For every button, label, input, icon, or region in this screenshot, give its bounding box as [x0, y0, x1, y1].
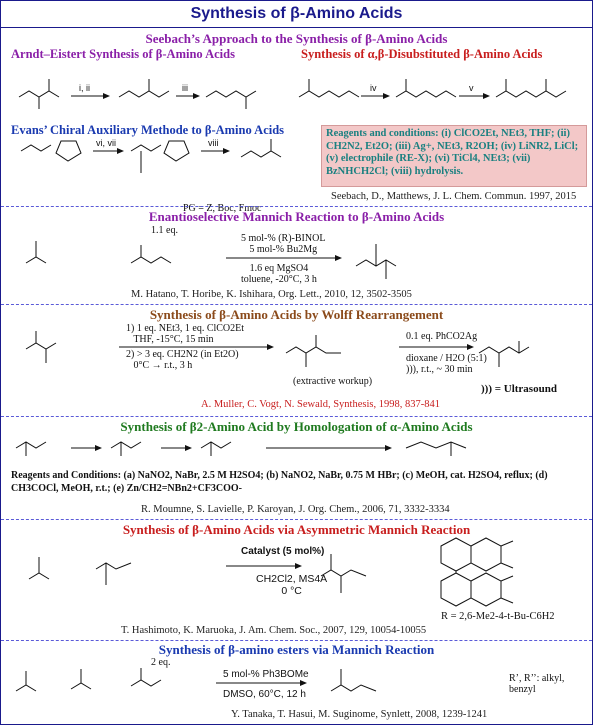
seebach-reagents-box: Reagents and conditions: (i) ClCO2Et, NE…	[321, 125, 587, 187]
mannich-cond-top: 5 mol-% (R)-BINOL 5 mol-% Bu2Mg	[241, 233, 326, 255]
evans-subtitle: Evans’ Chiral Auxiliary Methode to β-Ami…	[11, 123, 285, 137]
hatano-scheme	[25, 241, 397, 279]
arrow-label-vi-vii: vi, vii	[96, 138, 116, 148]
evans-scheme	[20, 139, 282, 173]
asymmetric-scheme	[28, 537, 514, 607]
tanaka-citation: Y. Tanaka, T. Hasui, M. Suginome, Synlet…	[231, 709, 488, 720]
title-divider	[1, 27, 592, 28]
wolff-title: Synthesis of β-Amino Acids by Wolff Rear…	[149, 307, 444, 322]
page-title: Synthesis of β-Amino Acids	[190, 5, 403, 22]
homologation-scheme	[15, 441, 467, 456]
disubstituted-subtitle: Synthesis of α,β-Disubstituted β-Amino A…	[301, 47, 543, 61]
ultrasound-note: ))) = Ultrasound	[481, 383, 557, 395]
muller-citation: A. Muller, C. Vogt, N. Sewald, Synthesis…	[201, 399, 440, 410]
arrow-label-i-ii: i, ii	[79, 83, 90, 93]
arrow-label-iv: iv	[370, 83, 377, 93]
wolff-workup: (extractive workup)	[293, 376, 373, 387]
pg-note: PG = Z, Boc, Fmoc	[183, 203, 262, 214]
binaphthyl-catalyst	[440, 537, 514, 607]
wolff-scheme	[25, 331, 530, 367]
mannich-title: Enantioselective Mannich Reaction to β-A…	[148, 209, 445, 224]
arndt-eistert-scheme	[18, 79, 257, 109]
section-divider-2	[1, 304, 592, 305]
section-divider-3	[1, 416, 592, 417]
ester-cond-top: 5 mol-% Ph3BOMe	[223, 669, 309, 680]
arrow-label-viii: viii	[208, 138, 219, 148]
section-divider-4	[1, 519, 592, 520]
homologation-reagents: Reagents and Conditions: (a) NaNO2, NaBr…	[11, 470, 548, 494]
ester-mannich-title: Synthesis of β-amino esters via Mannich …	[158, 642, 435, 657]
mannich-equiv: 1.1 eq.	[151, 225, 178, 236]
reagents-text: Reagents and conditions: (i) ClCO2Et, NE…	[326, 128, 579, 177]
ester-mannich-scheme	[15, 668, 377, 692]
mannich-cond-bottom: 1.6 eq MgSO4 toluene, -20°C, 3 h	[241, 263, 317, 285]
moumne-citation: R. Moumne, S. Lavielle, P. Karoyan, J. O…	[141, 504, 450, 515]
hashimoto-citation: T. Hashimoto, K. Maruoka, J. Am. Chem. S…	[121, 625, 427, 636]
homologation-title: Synthesis of β2-Amino Acid by Homologati…	[120, 419, 473, 434]
section-divider-5	[1, 640, 592, 641]
asymmetric-mannich-title: Synthesis of β-Amino Acids via Asymmetri…	[122, 522, 471, 537]
asymmetric-cond: CH2Cl2, MS4A 0 °C	[256, 573, 328, 597]
arrow-label-iii: iii	[182, 83, 188, 93]
disubstituted-scheme	[298, 79, 567, 99]
seebach-citation: Seebach, D., Matthews, J. L. Chem. Commu…	[331, 191, 577, 202]
catalyst-label: Catalyst (5 mol%)	[241, 546, 325, 557]
wolff-step2: 2) > 3 eq. CH2N2 (in Et2O) 0°C → r.t., 3…	[126, 349, 239, 371]
ester-r-note: R’, R’’: alkyl, benzyl	[509, 673, 565, 695]
seebach-title: Seebach’s Approach to the Synthesis of β…	[145, 31, 448, 46]
section-divider-1	[1, 206, 592, 207]
ester-equiv: 2 eq.	[151, 657, 171, 668]
arndt-eistert-subtitle: Arndt–Eistert Synthesis of β-Amino Acids	[11, 47, 235, 61]
wolff-step1: 1) 1 eq. NEt3, 1 eq. ClCO2Et THF, -15°C,…	[126, 323, 245, 345]
ester-cond-bottom: DMSO, 60°C, 12 h	[223, 689, 306, 700]
hatano-citation: M. Hatano, T. Horibe, K. Ishihara, Org. …	[131, 289, 412, 300]
arrow-label-v: v	[469, 83, 474, 93]
wolff-cond2: 0.1 eq. PhCO2Ag dioxane / H2O (5:1) ))),…	[406, 331, 487, 375]
catalyst-r-note: R = 2,6-Me2-4-t-Bu-C6H2	[441, 611, 555, 622]
